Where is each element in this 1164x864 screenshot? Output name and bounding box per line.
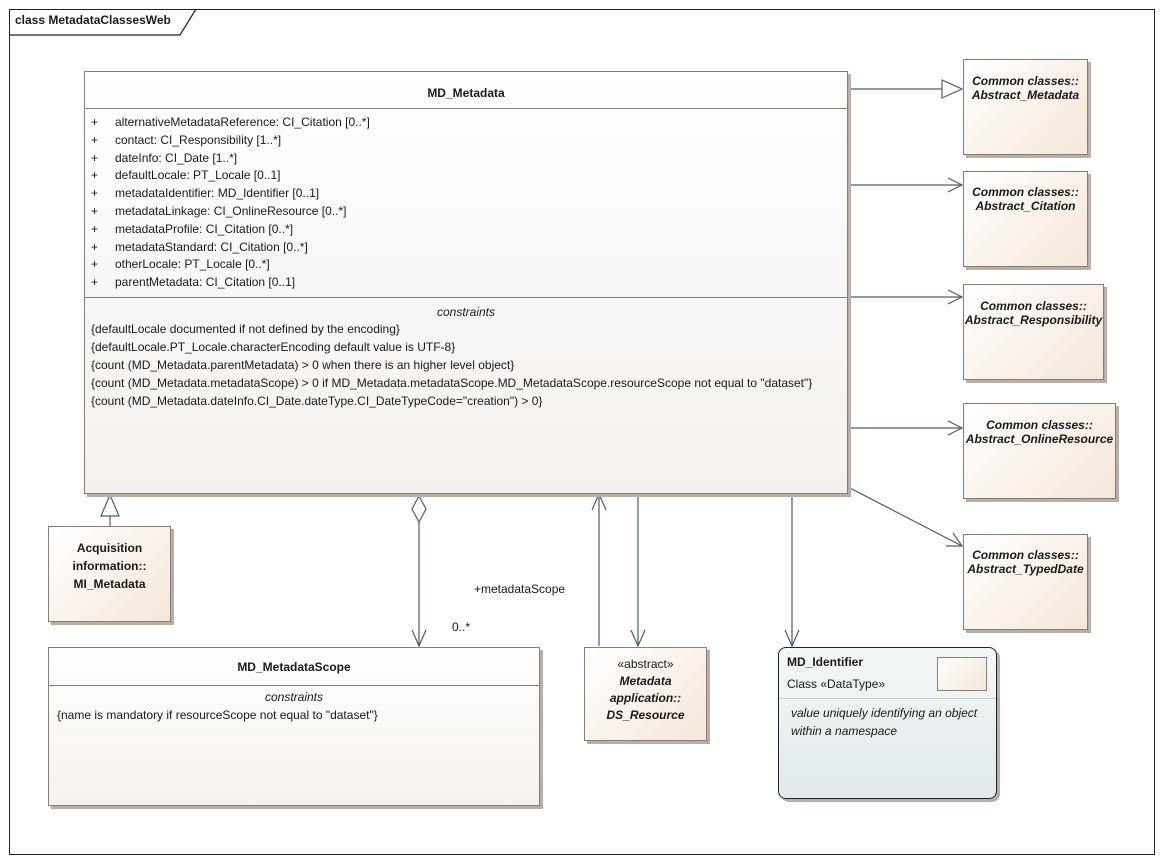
constraint-text: {count (MD_Metadata.dateInfo.CI_Date.dat… xyxy=(91,394,543,408)
visibility-marker: + xyxy=(91,115,99,129)
visibility-marker: + xyxy=(91,132,99,147)
class-name: Abstract_Metadata xyxy=(971,88,1080,102)
class-package: application:: xyxy=(609,691,682,705)
class-abstract-citation[interactable]: Common classes:: Abstract_Citation xyxy=(963,171,1088,267)
class-stereotype: «abstract» xyxy=(617,657,674,671)
md-metadata-title: MD_Metadata xyxy=(427,86,505,100)
visibility-marker: + xyxy=(91,275,99,290)
role-label: +metadataScope xyxy=(474,582,566,596)
visibility-marker: + xyxy=(91,168,99,183)
class-md-metadatascope[interactable]: MD_MetadataScope constraints {name is ma… xyxy=(48,647,540,806)
frame-label: class MetadataClassesWeb xyxy=(15,13,171,27)
constraints-heading: constraints xyxy=(264,690,324,704)
visibility-marker: + xyxy=(91,257,99,272)
arrowhead-ds-resource-down xyxy=(630,629,646,648)
attribute-row[interactable]: + alternativeMetadataReference: CI_Citati… xyxy=(91,115,370,129)
constraint-text: {count (MD_Metadata.metadataScope) > 0 i… xyxy=(91,376,813,390)
arrowhead-ds-resource-up xyxy=(591,492,607,511)
datatype-icon xyxy=(937,657,987,691)
class-name: Abstract_TypedDate xyxy=(967,562,1084,576)
visibility-marker: + xyxy=(91,150,99,165)
attribute-row[interactable]: + otherLocale: PT_Locale [0..*] xyxy=(91,257,270,271)
attribute-row[interactable]: + defaultLocale: PT_Locale [0..1] xyxy=(91,168,280,182)
association-abstract-typeddate xyxy=(847,486,963,547)
class-package: Common classes:: xyxy=(972,548,1079,562)
class-name: DS_Resource xyxy=(606,708,685,722)
attribute-row[interactable]: + metadataLinkage: CI_OnlineResource [0..… xyxy=(91,204,346,218)
arrowhead-abstract-responsibility xyxy=(947,289,964,305)
attribute-text: metadataLinkage: CI_OnlineResource [0..*… xyxy=(115,204,347,218)
attribute-row[interactable]: + parentMetadata: CI_Citation [0..1] xyxy=(91,275,295,289)
datatype-kind: Class «DataType» xyxy=(787,677,886,691)
class-divider xyxy=(85,297,847,298)
attribute-text: metadataIdentifier: MD_Identifier [0..1] xyxy=(115,186,320,201)
constraint-text: {defaultLocale documented if not defined… xyxy=(91,322,400,336)
arrowhead-abstract-citation xyxy=(947,177,964,193)
attribute-text: defaultLocale: PT_Locale [0..1] xyxy=(115,168,281,183)
constraints-heading: constraints xyxy=(436,305,496,319)
constraint-text: {count (MD_Metadata.parentMetadata) > 0 … xyxy=(91,358,515,372)
attribute-row[interactable]: + contact: CI_Responsibility [1..*] xyxy=(91,133,281,147)
arrowhead-md-identifier xyxy=(784,629,800,648)
visibility-marker: + xyxy=(91,221,99,236)
class-mi-metadata[interactable]: Acquisition information:: MI_Metadata xyxy=(48,526,171,622)
attribute-row[interactable]: + metadataStandard: CI_Citation [0..*] xyxy=(91,240,308,254)
visibility-marker: + xyxy=(91,239,99,254)
attribute-text: parentMetadata: CI_Citation [0..1] xyxy=(115,275,296,290)
diagram-frame xyxy=(9,9,1155,855)
generalization-mi-arrowhead xyxy=(100,493,120,517)
class-divider xyxy=(49,685,539,686)
class-abstract-metadata[interactable]: Common classes:: Abstract_Metadata xyxy=(963,59,1088,155)
attribute-text: alternativeMetadataReference: CI_Citatio… xyxy=(115,115,370,129)
attribute-text: dateInfo: CI_Date [1..*] xyxy=(115,150,238,165)
aggregation-diamond xyxy=(411,494,427,524)
attribute-row[interactable]: + dateInfo: CI_Date [1..*] xyxy=(91,151,237,165)
attribute-row[interactable]: + metadataIdentifier: MD_Identifier [0..1… xyxy=(91,186,319,200)
class-package: information:: xyxy=(72,559,147,573)
datatype-note: value uniquely identifying an object xyxy=(791,706,978,720)
aggregation-arrowhead xyxy=(411,629,427,648)
class-package: Acquisition xyxy=(76,541,143,555)
multiplicity-label: 0..* xyxy=(452,620,471,634)
constraint-text: {name is mandatory if resourceScope not … xyxy=(57,708,378,722)
class-package: Common classes:: xyxy=(972,74,1079,88)
attribute-text: otherLocale: PT_Locale [0..*] xyxy=(115,257,270,272)
class-package: Common classes:: xyxy=(972,185,1079,199)
frame-tab-outline xyxy=(9,8,197,36)
class-package: Common classes:: xyxy=(986,418,1093,432)
class-name: Abstract_Responsibility xyxy=(964,313,1103,327)
class-name: MI_Metadata xyxy=(73,577,146,591)
md-metadata-class[interactable]: MD_Metadata + alternativeMetadataReferenc… xyxy=(84,71,848,494)
class-name: MD_MetadataScope xyxy=(237,660,351,674)
visibility-marker: + xyxy=(91,204,99,218)
class-name: Abstract_OnlineResource xyxy=(965,432,1114,446)
class-abstract-onlineresource[interactable]: Common classes:: Abstract_OnlineResource xyxy=(963,403,1116,499)
attribute-text: metadataStandard: CI_Citation [0..*] xyxy=(115,239,308,254)
class-package: Metadata xyxy=(619,674,672,688)
class-abstract-responsibility[interactable]: Common classes:: Abstract_Responsibility xyxy=(963,284,1104,380)
constraint-text: {defaultLocale.PT_Locale.characterEncodi… xyxy=(91,340,456,354)
datatype-note: within a namespace xyxy=(791,724,898,738)
class-name: Abstract_Citation xyxy=(975,199,1076,213)
class-divider xyxy=(85,108,847,109)
visibility-marker: + xyxy=(91,186,99,201)
class-ds-resource[interactable]: «abstract» Metadata application:: DS_Res… xyxy=(584,647,707,741)
datatype-name: MD_Identifier xyxy=(787,655,864,669)
attribute-text: metadataProfile: CI_Citation [0..*] xyxy=(115,221,294,236)
generalization-arrowhead xyxy=(941,79,964,99)
class-package: Common classes:: xyxy=(980,299,1087,313)
attribute-text: contact: CI_Responsibility [1..*] xyxy=(115,132,282,147)
arrowhead-abstract-typeddate xyxy=(946,532,964,547)
class-divider xyxy=(779,698,996,699)
datatype-md-identifier[interactable]: MD_Identifier Class «DataType» value uni… xyxy=(778,647,997,799)
attribute-row[interactable]: + metadataProfile: CI_Citation [0..*] xyxy=(91,222,293,236)
arrowhead-abstract-onlineresource xyxy=(947,420,964,436)
class-abstract-typeddate[interactable]: Common classes:: Abstract_TypedDate xyxy=(963,534,1088,630)
